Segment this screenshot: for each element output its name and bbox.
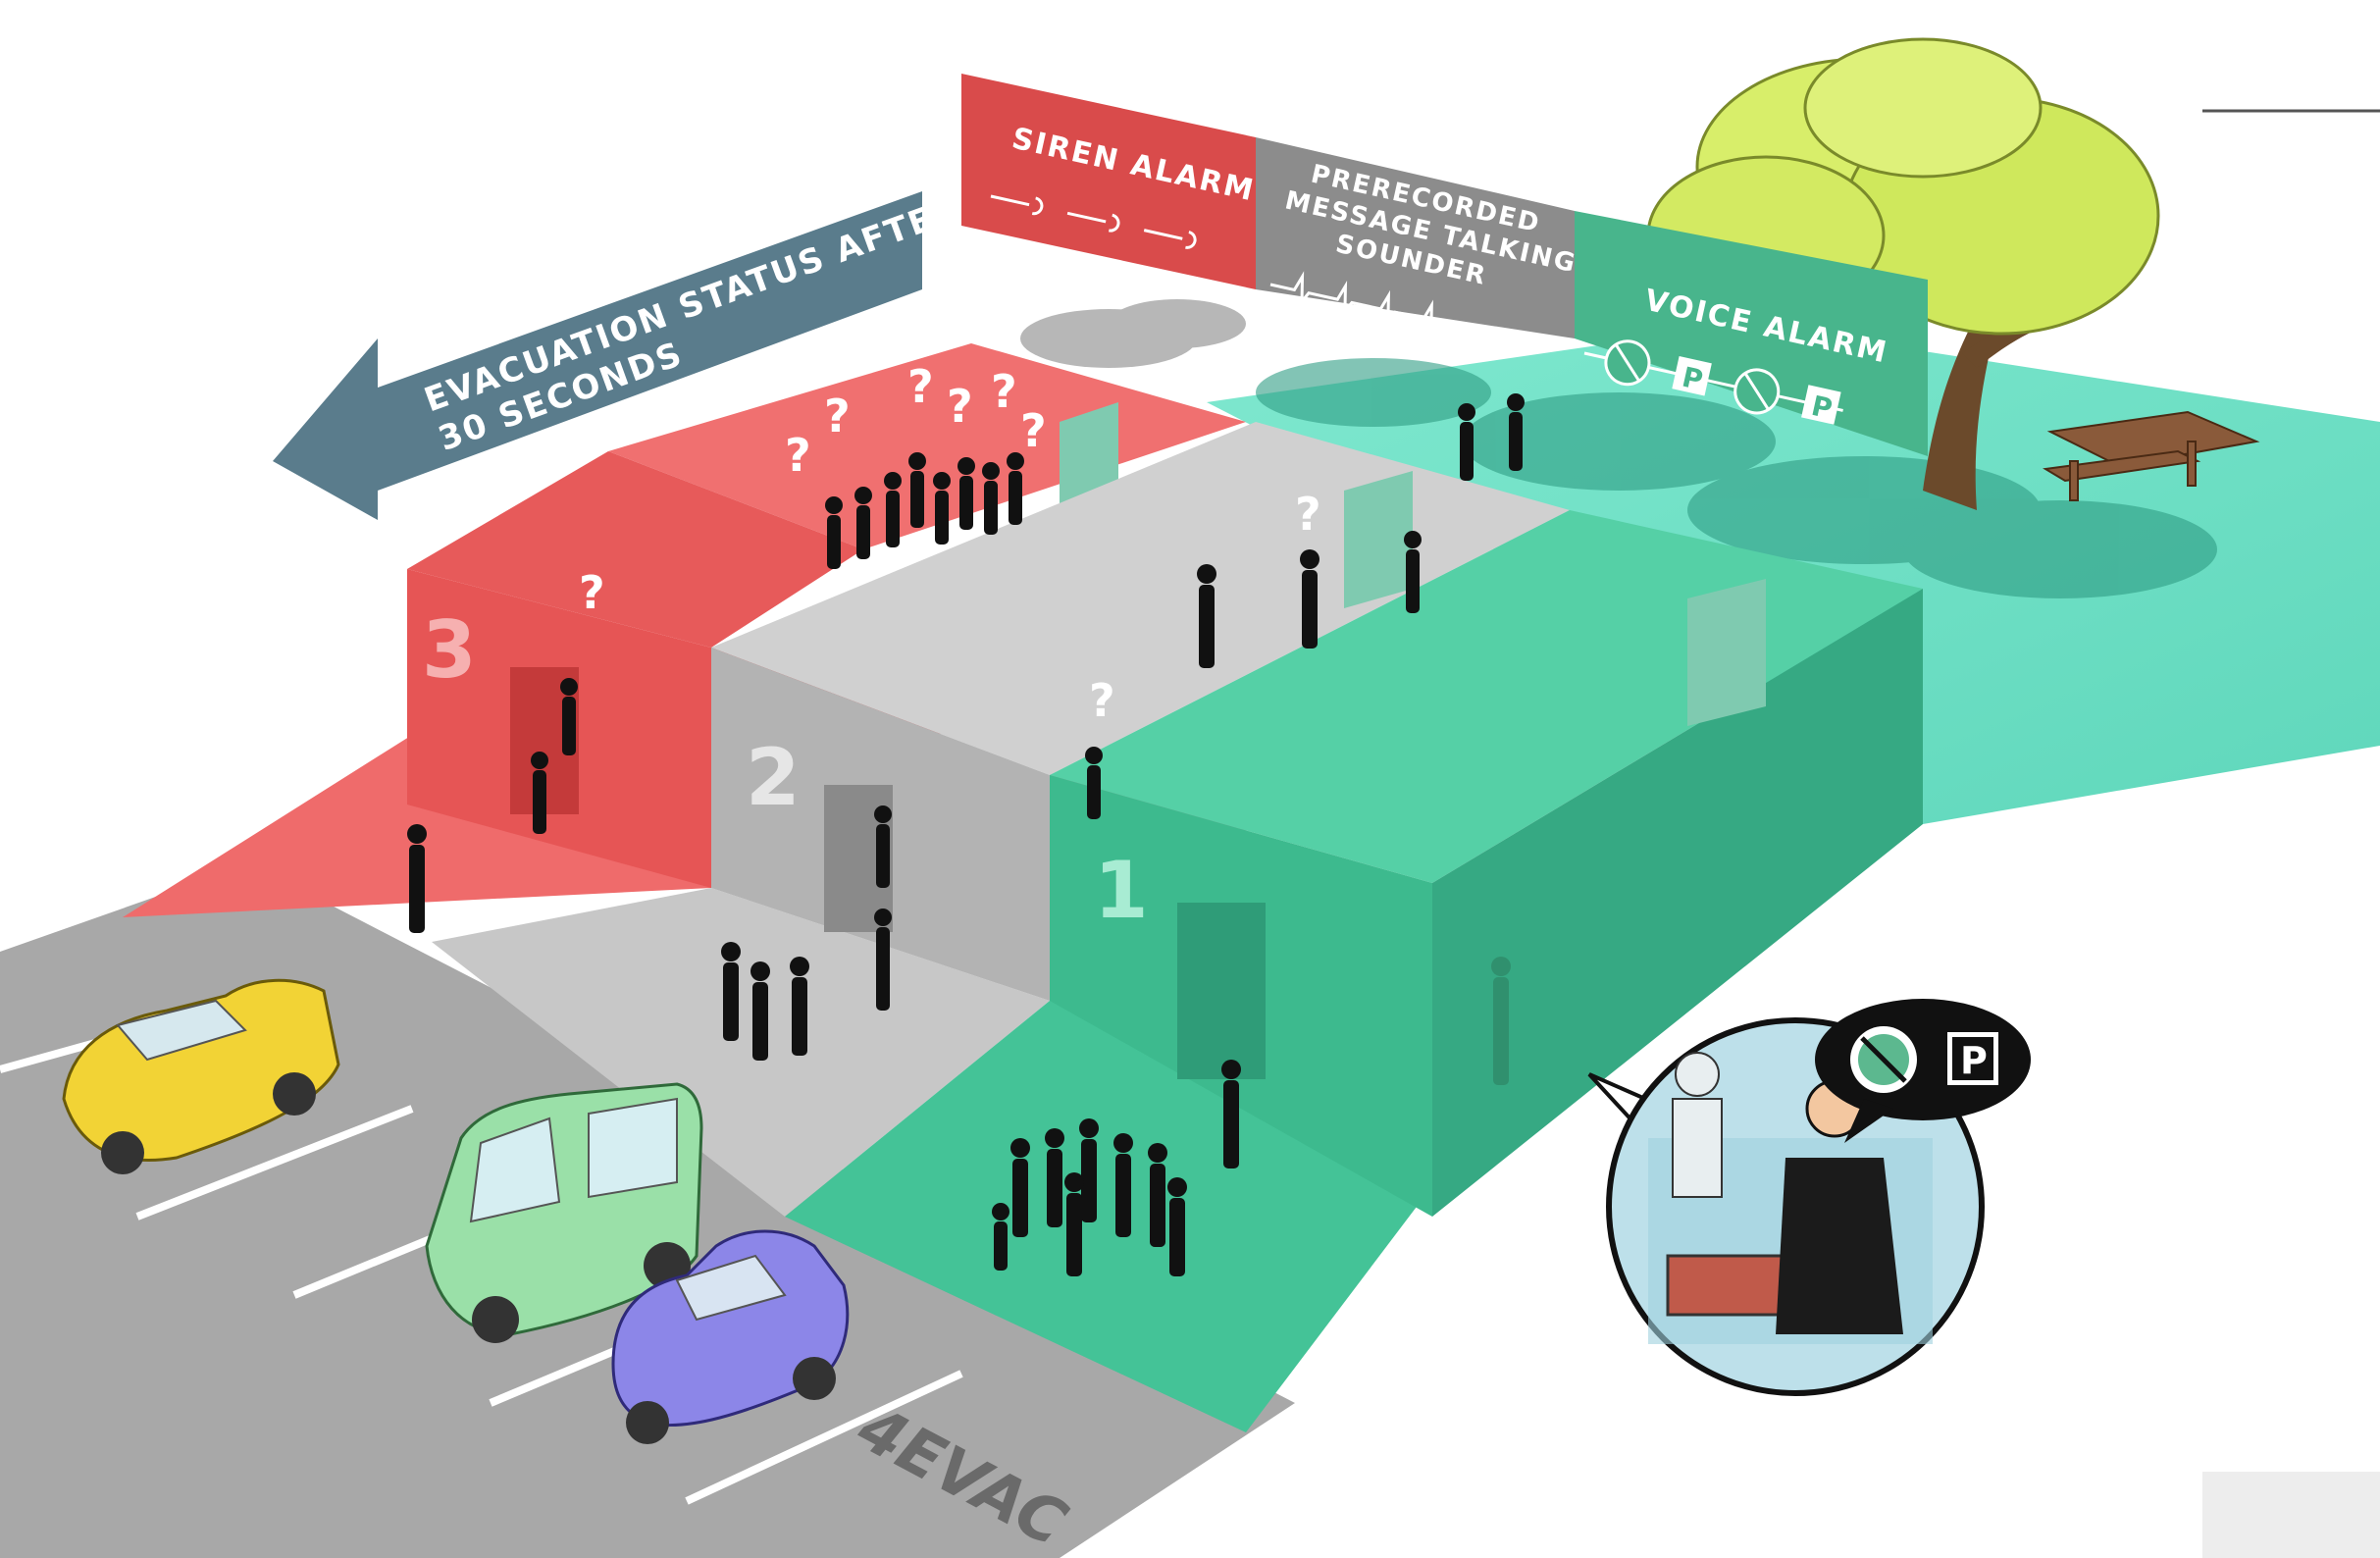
- tree: [1646, 37, 2160, 510]
- green-van: [425, 1082, 703, 1343]
- crowd-zone-2: [721, 942, 809, 1061]
- parking-icon: P: [1672, 355, 1712, 396]
- no-entry-icon: [1850, 1026, 1917, 1093]
- parking-icon: P: [1947, 1032, 1998, 1085]
- corner-block: [2202, 1472, 2380, 1558]
- window-person: [1672, 1052, 1723, 1198]
- zone-3-number: 3: [422, 604, 477, 696]
- legend-prerecorded-panel: [1256, 137, 1575, 338]
- question-mark: ?: [1295, 488, 1321, 541]
- crowd-zone-3: [825, 452, 1024, 569]
- zone-1-building: [1050, 510, 1923, 1217]
- question-mark: ?: [785, 429, 811, 482]
- picnic-bench: [2043, 410, 2260, 501]
- question-mark: ?: [824, 390, 851, 442]
- alarm-legend-banner: SIREN ALARM PRERECORDED MESSAGE TALKING …: [961, 74, 1928, 456]
- people: [407, 393, 1525, 1276]
- no-entry-icon: [1604, 339, 1651, 387]
- question-mark: ?: [1020, 404, 1047, 457]
- svg-text:P: P: [1960, 1039, 1988, 1082]
- question-marks: ? ? ? ? ? ? ? ? ?: [579, 360, 1321, 727]
- smoke: [1020, 299, 1246, 368]
- parking-icon: P: [1801, 385, 1841, 426]
- zone-2-floor: [432, 888, 1050, 1217]
- question-mark: ?: [907, 360, 934, 413]
- question-mark: ?: [1089, 674, 1115, 727]
- question-mark: ?: [947, 380, 973, 433]
- legend-siren-panel: [961, 74, 1256, 289]
- yellow-car: [62, 978, 340, 1174]
- question-mark: ?: [991, 365, 1017, 418]
- operator-callout: P: [1587, 999, 2031, 1396]
- question-mark: ?: [579, 566, 605, 619]
- no-entry-icon: [1733, 368, 1781, 415]
- sound-wave-icon: [990, 194, 1197, 249]
- crowd-zone-1: [992, 1118, 1187, 1276]
- zone-1-number: 1: [1094, 845, 1149, 936]
- operator-figure: [1491, 957, 1511, 1085]
- zone-2-number: 2: [746, 732, 801, 823]
- blue-car: [611, 1229, 850, 1444]
- voice-wave-icon: [1269, 271, 1440, 335]
- speech-bubble: P: [1815, 999, 2031, 1143]
